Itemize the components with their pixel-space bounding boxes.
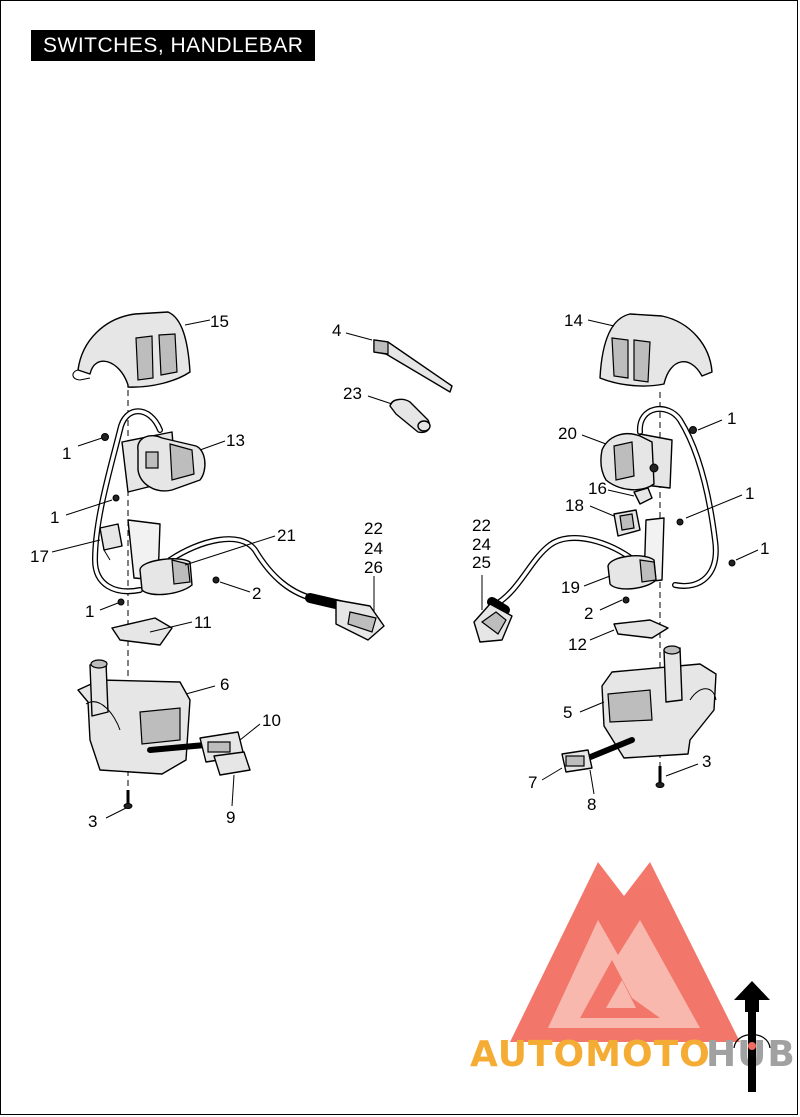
right-bracket-plate bbox=[613, 619, 669, 639]
page-title: SWITCHES, HANDLEBAR bbox=[31, 30, 316, 61]
callout-22: 22 bbox=[472, 516, 491, 535]
callout-26: 26 bbox=[364, 558, 383, 577]
right-connector bbox=[473, 597, 513, 643]
callouts-left: 15 1 13 1 17 21 2 1 11 6 10 3 9 22 24 26 bbox=[30, 312, 383, 831]
right-relay-cable bbox=[492, 535, 657, 608]
watermark: AUTOMOTO HUB bbox=[470, 862, 795, 1075]
callout-1: 1 bbox=[62, 444, 71, 463]
left-switch-block bbox=[121, 431, 206, 493]
watermark-text-automoto: AUTOMOTO bbox=[470, 1034, 711, 1075]
north-arrow-icon bbox=[733, 981, 771, 1092]
callouts-right: 14 1 20 16 1 18 1 22 24 25 19 2 12 5 3 7… bbox=[472, 311, 769, 814]
right-small-switch bbox=[613, 509, 641, 537]
right-small-insert bbox=[633, 487, 653, 505]
right-lower-housing bbox=[601, 645, 717, 759]
triangle-a-logo-icon bbox=[510, 862, 740, 1042]
callout-16: 16 bbox=[588, 479, 607, 498]
callout-3: 3 bbox=[702, 752, 711, 771]
callout-11: 11 bbox=[194, 613, 212, 632]
left-lower-connector bbox=[147, 731, 251, 776]
left-screws bbox=[101, 433, 220, 606]
callout-3: 3 bbox=[88, 812, 97, 831]
callout-23: 23 bbox=[343, 384, 362, 403]
callout-24: 24 bbox=[364, 539, 383, 558]
callout-2: 2 bbox=[252, 584, 261, 603]
left-connector bbox=[305, 593, 385, 641]
right-switch-block bbox=[600, 432, 673, 491]
callout-15: 15 bbox=[210, 312, 229, 331]
callout-19: 19 bbox=[561, 578, 580, 597]
sleeve bbox=[389, 398, 431, 434]
right-bottom-screw bbox=[655, 766, 665, 788]
callout-1: 1 bbox=[50, 508, 59, 527]
callout-1: 1 bbox=[727, 409, 736, 428]
right-lower-connector bbox=[561, 737, 635, 773]
callout-4: 4 bbox=[332, 321, 341, 340]
left-small-switch bbox=[99, 523, 123, 561]
callout-22: 22 bbox=[364, 519, 383, 538]
callout-8: 8 bbox=[587, 795, 596, 814]
left-upper-housing bbox=[72, 311, 191, 388]
callout-21: 21 bbox=[277, 526, 296, 545]
center-parts bbox=[373, 339, 453, 434]
callout-9: 9 bbox=[226, 808, 235, 827]
callout-14: 14 bbox=[564, 311, 583, 330]
callout-25: 25 bbox=[472, 553, 491, 572]
callout-12: 12 bbox=[568, 635, 587, 654]
callout-1: 1 bbox=[745, 484, 754, 503]
callout-5: 5 bbox=[563, 703, 572, 722]
callout-6: 6 bbox=[220, 675, 229, 694]
left-switch-assembly bbox=[72, 311, 385, 809]
left-lower-housing bbox=[77, 659, 191, 775]
callouts-center: 4 23 bbox=[332, 321, 362, 403]
left-bracket-plate bbox=[111, 617, 173, 646]
leader-lines bbox=[51, 319, 759, 819]
left-relay-cable bbox=[139, 536, 323, 603]
callout-24: 24 bbox=[472, 535, 491, 554]
right-switch-assembly bbox=[473, 313, 736, 788]
left-bottom-screw bbox=[123, 790, 133, 809]
callout-18: 18 bbox=[565, 496, 584, 515]
callout-20: 20 bbox=[558, 424, 577, 443]
callout-17: 17 bbox=[30, 547, 49, 566]
cable-tie bbox=[373, 339, 453, 393]
callout-1: 1 bbox=[760, 539, 769, 558]
callout-1: 1 bbox=[85, 602, 94, 621]
callout-7: 7 bbox=[528, 773, 537, 792]
right-upper-housing bbox=[599, 313, 713, 387]
right-screws bbox=[622, 426, 736, 604]
callout-2: 2 bbox=[584, 604, 593, 623]
callout-13: 13 bbox=[226, 431, 245, 450]
callout-10: 10 bbox=[262, 711, 281, 730]
